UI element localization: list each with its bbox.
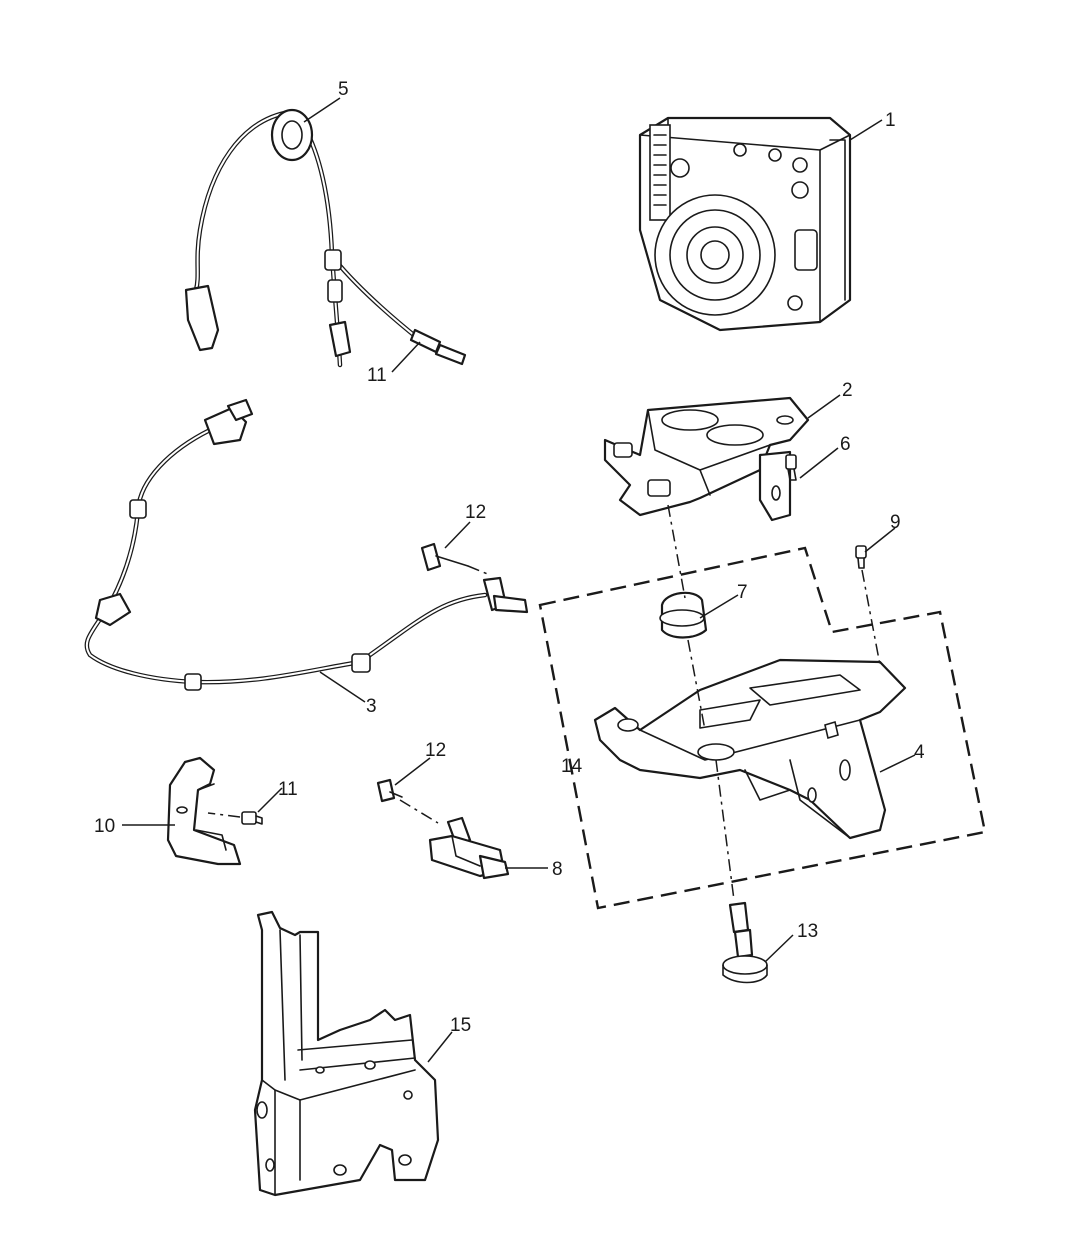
assembly-outline-14 — [538, 546, 987, 910]
callout-labels: 1 2 6 9 7 4 14 3 5 11 12 12 11 10 8 13 1… — [94, 79, 925, 1036]
part-lower-bracket — [593, 658, 907, 840]
callout-14: 14 — [561, 756, 583, 777]
part-small-bracket — [166, 756, 242, 866]
callout-3: 3 — [366, 696, 377, 717]
assembly-axis-lines — [207, 504, 881, 901]
part-mount-pin — [722, 901, 768, 984]
callout-15: 15 — [450, 1015, 471, 1036]
part-rubber-isolator — [659, 591, 708, 639]
callout-2: 2 — [842, 380, 853, 401]
part-large-bracket — [253, 910, 440, 1197]
callout-5: 5 — [338, 79, 349, 100]
part-abs-modulator — [638, 116, 852, 332]
part-bolt-6 — [785, 454, 797, 481]
part-bolt-12-lower — [376, 778, 403, 803]
callout-13: 13 — [797, 921, 818, 942]
callout-10: 10 — [94, 816, 115, 837]
callout-7: 7 — [737, 582, 748, 603]
part-wiring-harness-rear — [84, 398, 529, 691]
callout-12-upper: 12 — [465, 502, 486, 523]
part-bolt-9 — [855, 545, 867, 569]
part-bolt-upper — [420, 542, 491, 576]
callout-8: 8 — [552, 859, 563, 880]
callout-6: 6 — [840, 434, 851, 455]
callout-12-lower: 12 — [425, 740, 446, 761]
part-upper-bracket — [603, 396, 810, 522]
callout-9: 9 — [890, 512, 901, 533]
leader-lines — [122, 97, 916, 1063]
callout-11-upper: 11 — [367, 365, 387, 386]
callout-4: 4 — [914, 742, 925, 763]
part-speed-sensor — [428, 816, 510, 880]
callout-11-lower: 11 — [278, 779, 298, 800]
callout-1: 1 — [885, 110, 896, 131]
part-wiring-harness-front — [184, 108, 467, 368]
part-bolt-11-lower — [241, 811, 263, 825]
